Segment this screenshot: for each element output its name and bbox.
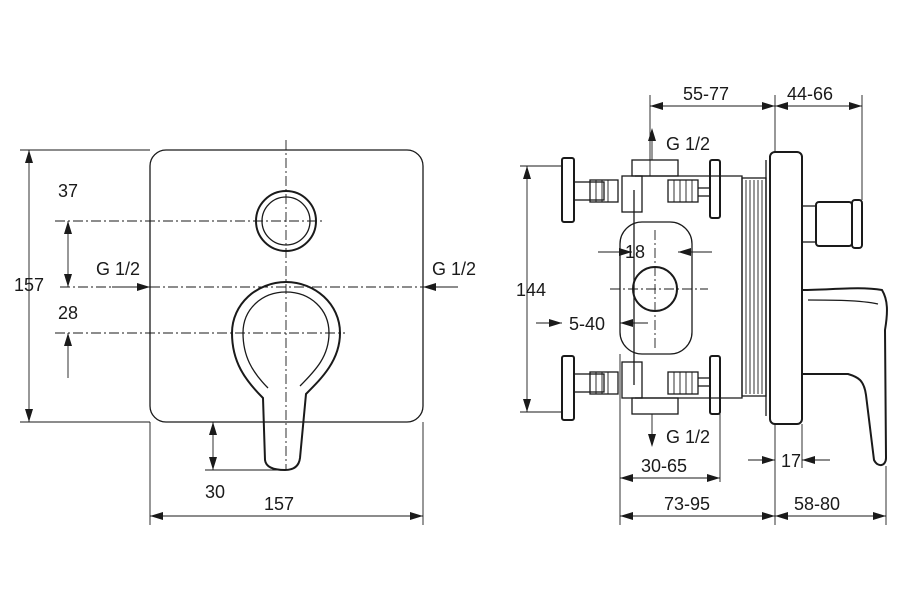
upper-connector [621,175,643,213]
lever-handle-side [801,287,888,466]
dim-58-80-label: 58-80 [794,494,840,514]
lower-left-stem [573,373,605,393]
height-label: 157 [14,275,44,295]
knob-body [815,201,853,247]
knob-base [801,205,817,243]
dim-37-label: 37 [58,181,78,201]
dim-44-66-label: 44-66 [787,84,833,104]
upper-left-cap [561,157,575,223]
upper-outlet [631,159,679,177]
knob-cap [851,199,863,249]
upper-left-stem [573,181,605,201]
arrow [209,422,217,435]
arrow [25,150,33,163]
lower-left-cap [561,355,575,421]
upper-fitting [561,157,721,223]
valve-housing [633,175,743,399]
dim-18-label: 18 [625,242,645,262]
upper-right-cap [709,159,721,219]
lower-outlet [631,397,679,415]
upper-right-nut [667,179,699,203]
arrow [64,221,72,234]
dim-28-label: 28 [58,303,78,323]
dim-55-77-label: 55-77 [683,84,729,104]
dim-144-label: 144 [516,280,546,300]
arrow [150,512,163,520]
arrow [137,283,150,291]
thread-top-label: G 1/2 [666,134,710,154]
cover-plate [149,149,424,423]
upper-left-nut [589,179,619,203]
side-view: 55-77 44-66 G 1/2 G 1/2 18 144 5-40 [516,84,888,525]
arrow [423,283,436,291]
arrow [25,409,33,422]
inlet-left-label: G 1/2 [96,259,140,279]
dim-73-95-label: 73-95 [664,494,710,514]
wall-plate [769,151,803,425]
lower-fitting [561,355,721,421]
inlet-right-label: G 1/2 [432,259,476,279]
dim-30-label: 30 [205,482,225,502]
arrow [209,457,217,470]
lower-connector [621,361,643,399]
diverter-knob-side [801,199,863,249]
body-window [619,221,693,355]
lever-side-edge [807,299,879,305]
lower-right-nut [667,371,699,395]
front-view: 157 37 28 G 1/2 G 1/2 30 157 [14,140,476,525]
diverter-knob [255,190,317,252]
lower-right-cap [709,355,721,415]
lower-left-nut [589,371,619,395]
dim-17-label: 17 [781,451,801,471]
arrow [64,333,72,346]
dim-5-40-label: 5-40 [569,314,605,334]
thread-bottom-label: G 1/2 [666,427,710,447]
arrow [64,274,72,287]
diverter-knob-inner [261,196,311,246]
dim-30-65-label: 30-65 [641,456,687,476]
lever-handle-inner [242,291,330,389]
width-label: 157 [264,494,294,514]
arrow [410,512,423,520]
threaded-sleeve [741,177,767,397]
